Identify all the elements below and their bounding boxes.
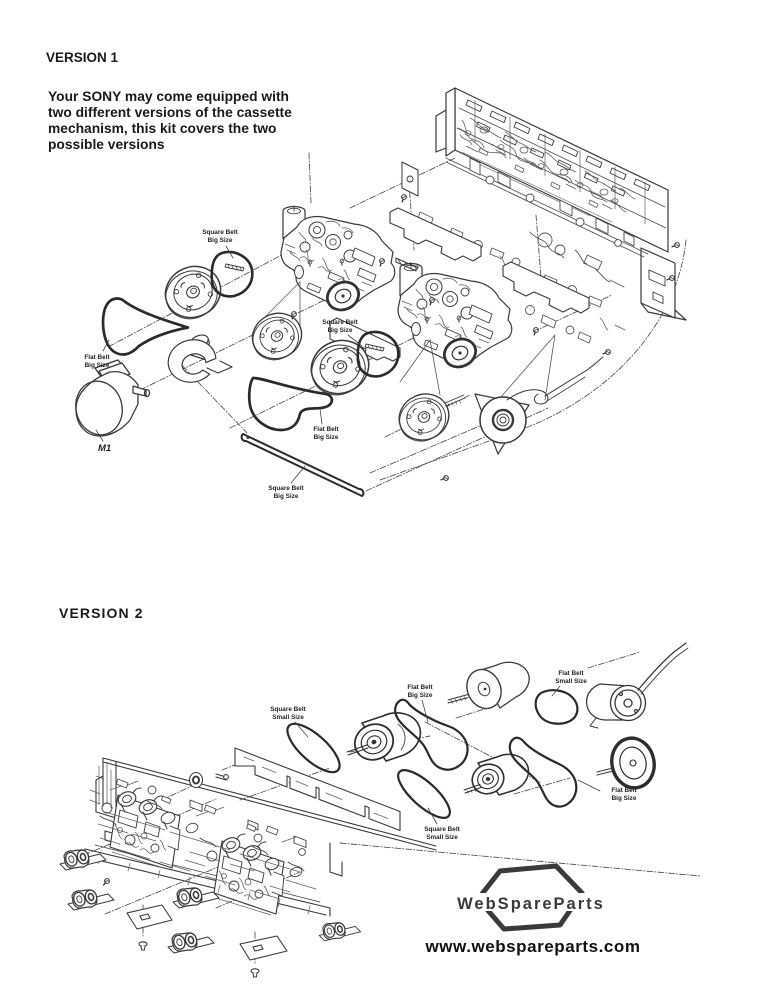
- svg-text:Flat Belt: Flat Belt: [407, 684, 433, 691]
- svg-text:VERSION 2: VERSION 2: [59, 605, 144, 621]
- svg-text:Flat Belt: Flat Belt: [84, 354, 110, 361]
- svg-text:M1: M1: [98, 443, 111, 454]
- svg-text:Big Size: Big Size: [208, 237, 233, 244]
- svg-text:Square Belt: Square Belt: [322, 319, 358, 326]
- svg-text:mechanism, this kit covers the: mechanism, this kit covers the two: [48, 121, 276, 136]
- svg-text:possible versions: possible versions: [48, 137, 165, 152]
- svg-text:Square Belt: Square Belt: [202, 229, 238, 236]
- svg-text:Small Size: Small Size: [555, 678, 587, 685]
- svg-text:Big Size: Big Size: [274, 493, 299, 500]
- svg-text:Big Size: Big Size: [408, 692, 433, 699]
- svg-text:Big Size: Big Size: [612, 795, 637, 802]
- svg-text:Big Size: Big Size: [328, 327, 353, 334]
- svg-text:Flat Belt: Flat Belt: [313, 426, 339, 433]
- svg-text:Square Belt: Square Belt: [424, 826, 460, 833]
- svg-text:Square Belt: Square Belt: [270, 706, 306, 713]
- svg-text:Small Size: Small Size: [426, 834, 458, 841]
- svg-text:WebSpareParts: WebSpareParts: [457, 895, 605, 913]
- svg-text:Your SONY may come equipped wi: Your SONY may come equipped with: [48, 89, 289, 104]
- svg-text:Flat Belt: Flat Belt: [611, 787, 637, 794]
- svg-text:Big Size: Big Size: [85, 362, 110, 369]
- svg-text:www.webspareparts.com: www.webspareparts.com: [425, 937, 641, 956]
- svg-text:Big Size: Big Size: [314, 434, 339, 441]
- svg-text:VERSION 1: VERSION 1: [46, 50, 119, 65]
- svg-text:Square Belt: Square Belt: [268, 485, 304, 492]
- svg-text:Flat Belt: Flat Belt: [558, 670, 584, 677]
- svg-text:Small Size: Small Size: [272, 714, 304, 721]
- svg-text:two different versions of the: two different versions of the cassette: [48, 105, 292, 120]
